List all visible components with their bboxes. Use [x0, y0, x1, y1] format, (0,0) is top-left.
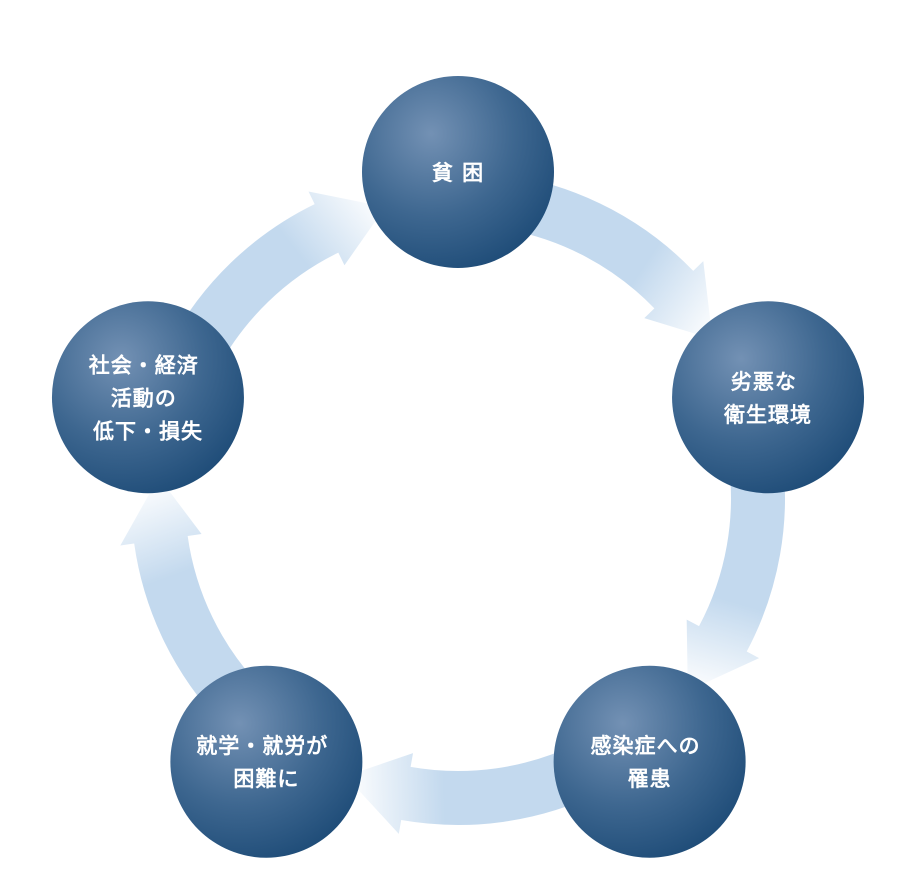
node-label-line: 感染症への — [590, 733, 700, 758]
cycle-ring — [120, 175, 785, 834]
node-circle-infection — [553, 665, 746, 858]
node-label-school-work-difficulty: 就学・就労が 困難に — [196, 733, 336, 791]
cycle-arrow-segment — [169, 191, 386, 370]
cycle-arrow-segment — [505, 175, 713, 340]
node-label-poor-sanitation: 劣悪な 衛生環境 — [723, 368, 812, 426]
node-label-infection: 感染症への 罹患 — [590, 733, 708, 791]
cycle-arrow-segment — [345, 743, 602, 834]
node-label-line: 低下・損失 — [92, 418, 203, 443]
node-label-line: 困難に — [233, 766, 299, 791]
node-circle-poor-sanitation — [672, 301, 865, 494]
cycle-arrow-segment — [686, 452, 785, 691]
node-label-line: 罹患 — [628, 766, 672, 791]
node-label-line: 衛生環境 — [723, 401, 812, 426]
node-infection: 感染症への 罹患 — [553, 665, 746, 858]
node-label-line: 貧 困 — [432, 160, 484, 185]
cycle-arrow-segment — [120, 477, 262, 726]
node-school-work-difficulty: 就学・就労が 困難に — [170, 665, 363, 858]
node-label-line: 就学・就労が — [196, 733, 328, 758]
node-label-socioeconomic-decline: 社会・経済 活動の 低下・損失 — [88, 352, 207, 443]
node-poor-sanitation: 劣悪な 衛生環境 — [672, 301, 865, 494]
node-circle-socioeconomic-decline — [51, 301, 244, 494]
node-label-line: 活動の — [111, 385, 177, 410]
node-label-line: 社会・経済 — [88, 352, 199, 377]
node-poverty: 貧 困 — [362, 76, 554, 268]
node-label-line: 劣悪な — [731, 368, 797, 393]
node-circle-poverty — [362, 76, 554, 268]
node-circle-school-work-difficulty — [170, 665, 363, 858]
node-label-poverty: 貧 困 — [432, 160, 484, 185]
node-socioeconomic-decline: 社会・経済 活動の 低下・損失 — [51, 301, 244, 494]
